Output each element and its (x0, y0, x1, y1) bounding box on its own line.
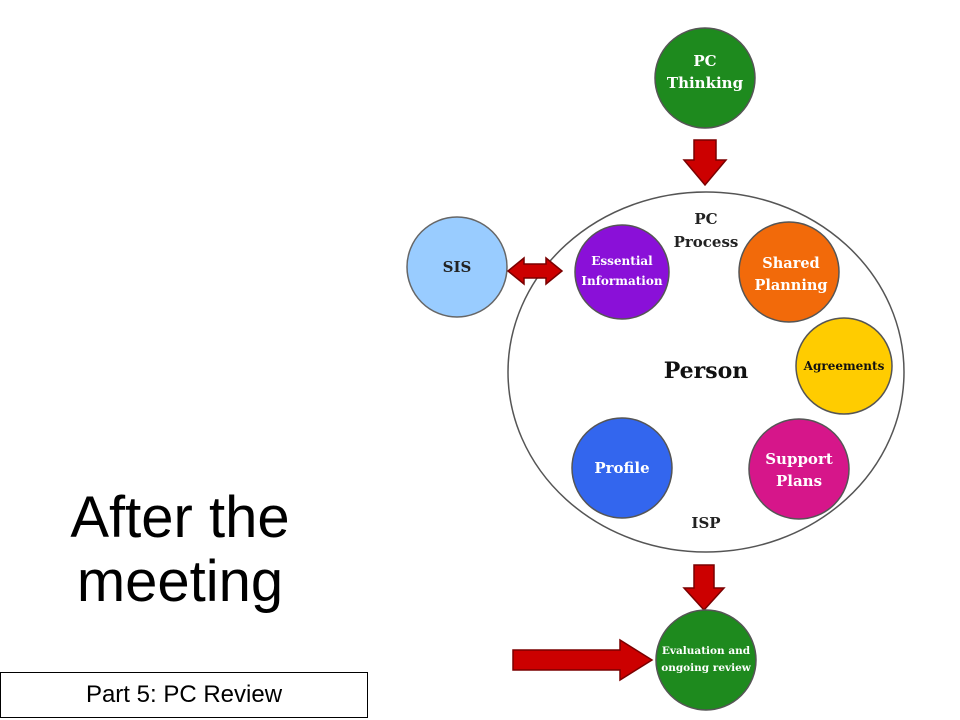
double-arrow-icon (506, 256, 564, 286)
evaluation-line2: ongoing review (661, 662, 752, 674)
profile-node: Profile (571, 417, 673, 519)
sis-label: SIS (443, 258, 472, 276)
essential-information-line1: Essential (591, 254, 653, 268)
shared-planning-node: Shared Planning (738, 221, 840, 323)
agreements-node: Agreements (795, 317, 893, 415)
footer-section-label: Part 5: PC Review (0, 672, 368, 718)
evaluation-node: Evaluation and ongoing review (655, 609, 757, 711)
down-arrow-top-icon (682, 139, 728, 187)
essential-information-line2: Information (581, 274, 662, 288)
pc-thinking-node: PC Thinking (654, 27, 756, 129)
support-plans-node: Support Plans (748, 418, 850, 520)
pc-thinking-line2: Thinking (667, 74, 744, 92)
shared-planning-line1: Shared (762, 255, 819, 272)
isp-label: ISP (691, 514, 720, 532)
shared-planning-line2: Planning (754, 277, 827, 294)
person-label: Person (664, 358, 749, 384)
down-arrow-bottom-icon (682, 564, 726, 612)
slide-title-line1: After the (70, 485, 290, 550)
profile-label: Profile (594, 459, 649, 477)
essential-information-node: Essential Information (574, 224, 670, 320)
slide-title-line2: meeting (76, 549, 284, 614)
support-plans-line1: Support (765, 450, 833, 468)
support-plans-line2: Plans (776, 472, 822, 490)
evaluation-line1: Evaluation and (662, 645, 751, 657)
sis-node: SIS (406, 216, 508, 318)
footer-text: Part 5: PC Review (85, 681, 283, 708)
pc-process-line2: Process (674, 233, 739, 251)
pc-process-line1: PC (694, 210, 717, 228)
right-arrow-icon (512, 638, 654, 682)
agreements-label: Agreements (803, 359, 885, 373)
slide-title: After the meeting (20, 486, 340, 614)
pc-thinking-line1: PC (693, 52, 716, 70)
